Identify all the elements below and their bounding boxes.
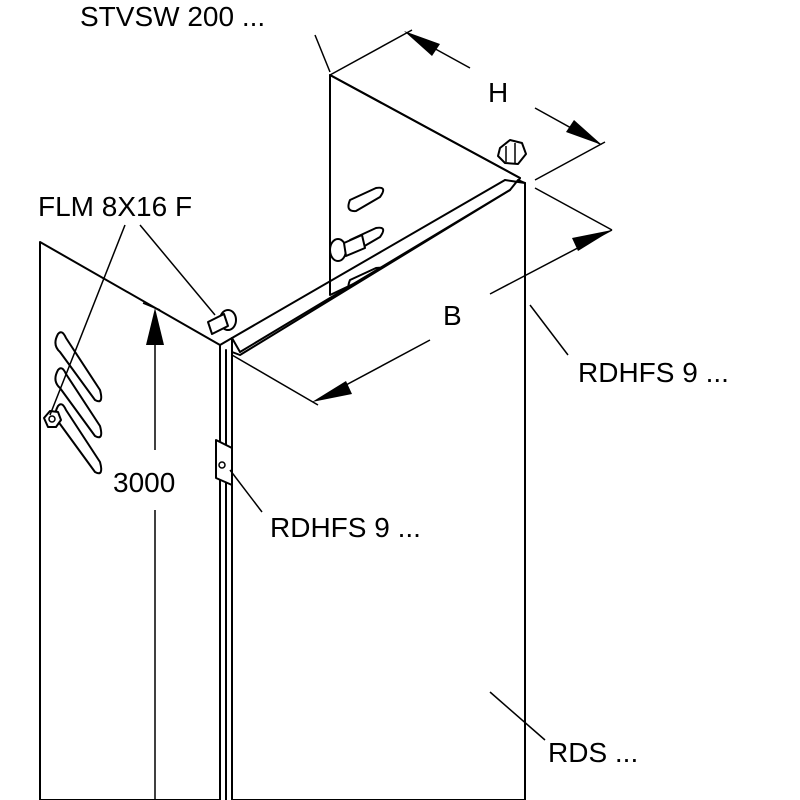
width-dimension-label: B bbox=[443, 300, 462, 331]
screw-icon bbox=[207, 309, 237, 335]
dimension-h bbox=[329, 29, 606, 181]
screw-label: FLM 8X16 F bbox=[38, 191, 192, 222]
edge-strip bbox=[219, 344, 233, 800]
dimension-b bbox=[231, 187, 613, 406]
leader-lines bbox=[49, 34, 569, 741]
back-bolt-icon bbox=[329, 234, 366, 262]
clip-right-label: RDHFS 9 ... bbox=[578, 357, 729, 388]
height-dimension-label: H bbox=[488, 77, 508, 108]
left-nut-icon bbox=[43, 410, 62, 428]
clip-left-label: RDHFS 9 ... bbox=[270, 512, 421, 543]
riser-label: RDS ... bbox=[548, 737, 638, 768]
riser-top-edge bbox=[219, 179, 526, 800]
cover-label: STVSW 200 ... bbox=[80, 1, 265, 32]
dimension-length bbox=[142, 302, 164, 800]
length-dimension-label: 3000 bbox=[113, 467, 175, 498]
edge-clip bbox=[215, 439, 233, 486]
nut-icon bbox=[497, 139, 527, 165]
left-panel bbox=[39, 241, 221, 800]
